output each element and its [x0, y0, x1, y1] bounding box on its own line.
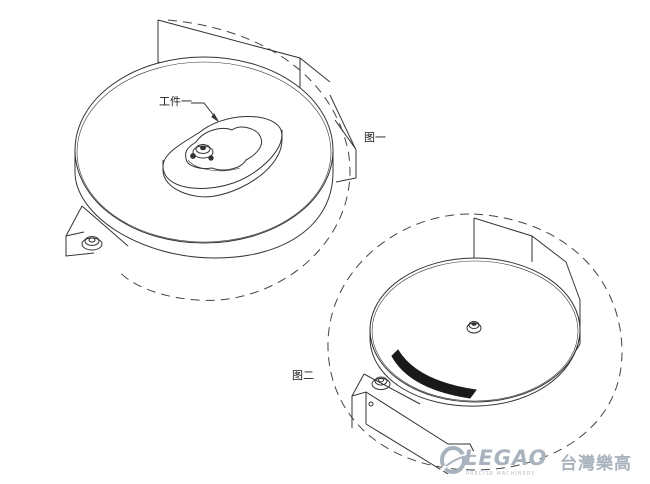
figure-one-leader-arrow — [211, 113, 219, 122]
logo-cjk-name: 台灣樂高 — [560, 454, 632, 474]
fixture-inner-pocket — [185, 126, 262, 171]
figure-two-dark-band — [391, 349, 477, 399]
figure-two — [327, 213, 623, 475]
fixture-outer-top — [162, 116, 283, 189]
figure-two-bracket — [351, 373, 475, 475]
workpiece-label: 工件一 — [159, 95, 192, 108]
figure-one-bracket — [65, 205, 129, 257]
figure-one-plate-edge-line — [76, 61, 332, 243]
figure-one-bracket-bolt — [81, 236, 103, 251]
logo-wordmark: LEGAO — [464, 446, 548, 470]
figure-one — [65, 19, 357, 301]
figure-two-center-bolt — [466, 321, 482, 334]
figure-two-caption: 图二 — [292, 369, 314, 382]
figure-one-workpiece-fixture — [162, 116, 283, 198]
figure-one-dashed-swing-arc — [117, 19, 351, 301]
figure-two-plate-edge-line — [371, 260, 579, 402]
fixture-inner-shadow — [187, 159, 241, 172]
logo-tagline: PRECISE MACHINERY — [466, 471, 536, 477]
figure-two-bracket-bolt — [371, 376, 391, 390]
figure-one-center-bolt — [190, 144, 214, 161]
figure-one-caption: 图一 — [364, 131, 386, 144]
logo-emblem — [438, 446, 493, 474]
legao-logo-watermark: LEGAO 台灣樂高 PRECISE MACHINERY — [436, 442, 646, 482]
